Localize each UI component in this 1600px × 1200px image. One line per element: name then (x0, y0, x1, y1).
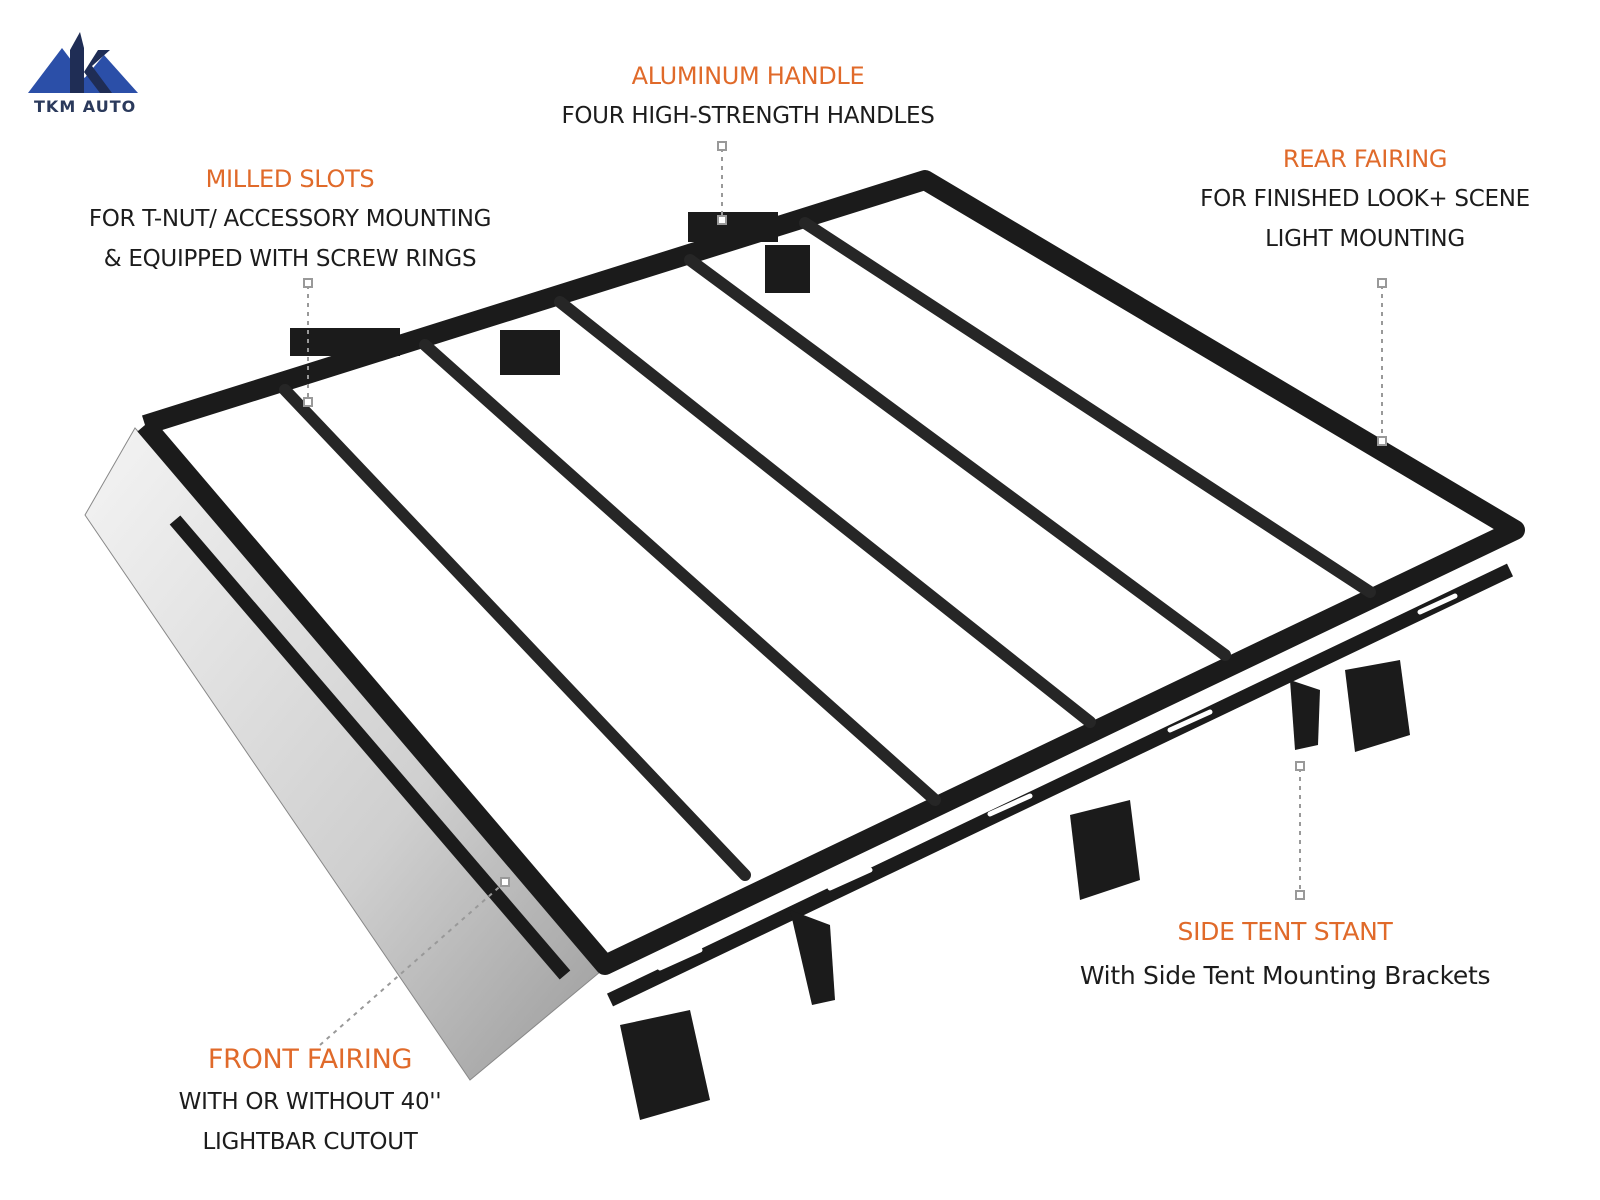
callout-aluminum-handle: ALUMINUM HANDLE FOUR HIGH-STRENGTH HANDL… (548, 56, 948, 136)
callout-text: LIGHT MOUNTING (1265, 226, 1465, 252)
callout-title: REAR FAIRING (1282, 145, 1448, 173)
callout-text: FOR T-NUT/ ACCESSORY MOUNTING (88, 206, 492, 232)
crossbars (279, 217, 1376, 881)
rack-frame (137, 170, 1525, 1007)
callout-text: LIGHTBAR CUTOUT (202, 1129, 418, 1155)
callout-milled-slots: MILLED SLOTS FOR T-NUT/ ACCESSORY MOUNTI… (70, 159, 510, 279)
callout-text: WITH OR WITHOUT 40'' (178, 1089, 442, 1115)
callout-rear-fairing: REAR FAIRING FOR FINISHED LOOK+ SCENE LI… (1180, 139, 1550, 259)
callout-text: FOUR HIGH-STRENGTH HANDLES (561, 103, 935, 129)
milled-slots (197, 217, 1458, 971)
callout-title: FRONT FAIRING (207, 1044, 413, 1075)
front-fairing (84, 427, 613, 1081)
callout-title: ALUMINUM HANDLE (631, 62, 865, 90)
callout-title: MILLED SLOTS (205, 165, 375, 193)
callout-text: With Side Tent Mounting Brackets (1079, 961, 1491, 990)
callout-text: FOR FINISHED LOOK+ SCENE (1200, 186, 1530, 212)
callout-front-fairing: FRONT FAIRING WITH OR WITHOUT 40'' LIGHT… (150, 1038, 470, 1162)
leader-markers (303, 141, 1387, 900)
tkm-logo-icon (28, 32, 138, 93)
callout-text: & EQUIPPED WITH SCREW RINGS (103, 246, 477, 272)
leader-lines (307, 148, 1383, 1046)
brand-name: TKM AUTO (34, 97, 137, 116)
callout-title: SIDE TENT STANT (1177, 917, 1393, 946)
callout-side-tent-stant: SIDE TENT STANT With Side Tent Mounting … (1060, 910, 1510, 998)
